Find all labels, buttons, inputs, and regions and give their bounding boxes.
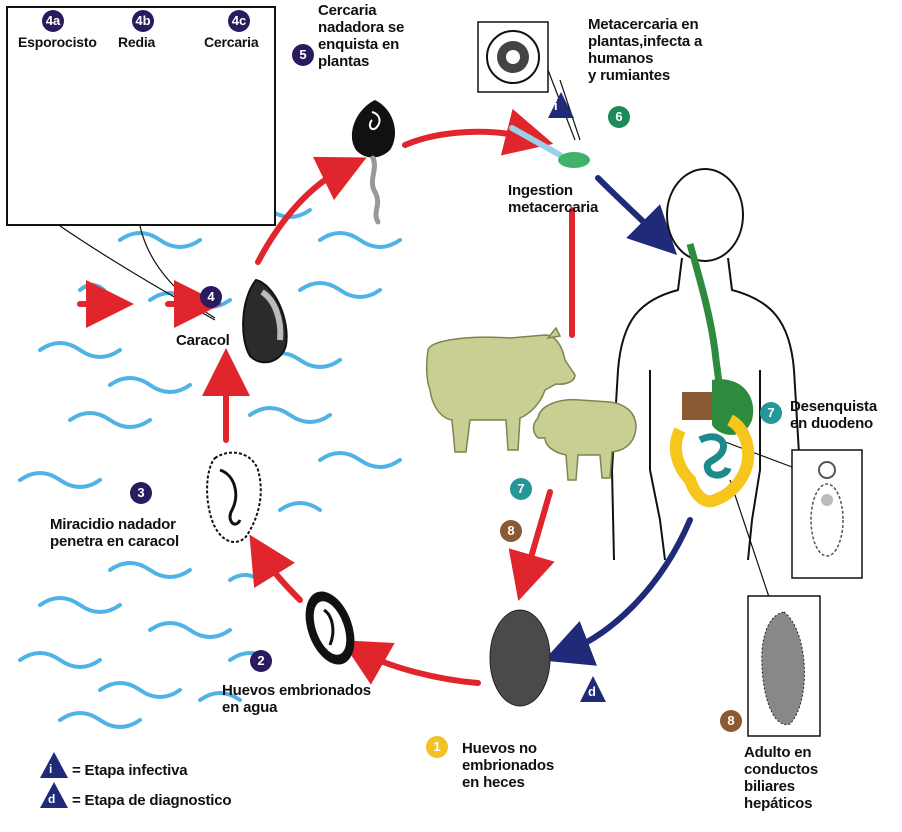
stage-5-line-4: plantas	[318, 53, 404, 70]
stage-3-line-1: Miracidio nadador	[50, 516, 179, 533]
badge-6: 6	[608, 106, 630, 128]
badge-7-animal: 7	[510, 478, 532, 500]
badge-4c: 4c	[228, 10, 250, 32]
excysted-juvenile-inset	[792, 450, 862, 578]
infective-marker-letter: i	[554, 97, 557, 114]
ingestion-line-1: Ingestion	[508, 182, 598, 199]
badge-3: 3	[130, 482, 152, 504]
stage-1-line-2: embrionados	[462, 757, 554, 774]
label-stage-2: Huevos embrionados en agua	[222, 682, 371, 716]
badge-8-animal: 8	[500, 520, 522, 542]
label-stage-7: Desenquista en duodeno	[790, 398, 877, 432]
stage-1-line-3: en heces	[462, 774, 554, 791]
legend-infective-letter: i	[49, 761, 52, 778]
label-stage-8: Adulto en conductos biliares hepáticos	[744, 744, 818, 812]
label-stage-6: Metacercaria en plantas,infecta a humano…	[588, 16, 702, 84]
cercaria-illustration	[352, 100, 395, 222]
label-stage-3: Miracidio nadador penetra en caracol	[50, 516, 179, 550]
label-stage-5: Cercaria nadadora se enquista en plantas	[318, 2, 404, 70]
stage-2-line-1: Huevos embrionados	[222, 682, 371, 699]
miracidium-illustration	[207, 453, 261, 542]
legend-infective-triangle	[40, 752, 68, 778]
badge-4a: 4a	[42, 10, 64, 32]
stage-5-line-1: Cercaria	[318, 2, 404, 19]
stage-2-line-2: en agua	[222, 699, 371, 716]
infective-marker-triangle	[548, 92, 574, 118]
stage-3-line-2: penetra en caracol	[50, 533, 179, 550]
label-stage-1: Huevos no embrionados en heces	[462, 740, 554, 791]
digestive-tract	[676, 244, 753, 501]
stage-8-line-3: biliares	[744, 778, 818, 795]
badge-8-human: 8	[720, 710, 742, 732]
stage-1-line-1: Huevos no	[462, 740, 554, 757]
stage-6-line-4: y rumiantes	[588, 67, 702, 84]
stage-7-line-1: Desenquista	[790, 398, 877, 415]
embryonated-egg	[296, 585, 363, 671]
stage-8-line-4: hepáticos	[744, 795, 818, 812]
stage-6-line-3: humanos	[588, 50, 702, 67]
stage-7-line-2: en duodeno	[790, 415, 877, 432]
legend-diagnostic-label: = Etapa de diagnostico	[72, 792, 231, 809]
stage-5-line-3: enquista en	[318, 36, 404, 53]
stage-6-line-1: Metacercaria en	[588, 16, 702, 33]
badge-4: 4	[200, 286, 222, 308]
sheep-illustration	[534, 400, 637, 480]
label-ingestion: Ingestion metacercaria	[508, 182, 598, 216]
ingestion-line-2: metacercaria	[508, 199, 598, 216]
badge-2: 2	[250, 650, 272, 672]
badge-4b: 4b	[132, 10, 154, 32]
label-esporocisto: Esporocisto	[18, 34, 97, 50]
stage-8-line-2: conductos	[744, 761, 818, 778]
stage-8-line-1: Adulto en	[744, 744, 818, 761]
label-caracol: Caracol	[176, 332, 230, 349]
legend-diagnostic-letter: d	[48, 791, 55, 808]
adult-fluke-inset	[748, 596, 820, 736]
diagnostic-marker-letter: d	[588, 683, 596, 700]
stage-6-line-2: plantas,infecta a	[588, 33, 702, 50]
badge-1: 1	[426, 736, 448, 758]
legend-infective-label: = Etapa infectiva	[72, 762, 187, 779]
metacercaria-inset	[478, 22, 548, 92]
label-redia: Redia	[118, 34, 155, 50]
badge-7-human: 7	[760, 402, 782, 424]
stage-5-line-2: nadadora se	[318, 19, 404, 36]
snail-illustration	[243, 280, 287, 362]
unembryonated-egg	[490, 610, 550, 706]
label-cercaria-inset: Cercaria	[204, 34, 258, 50]
badge-5: 5	[292, 44, 314, 66]
